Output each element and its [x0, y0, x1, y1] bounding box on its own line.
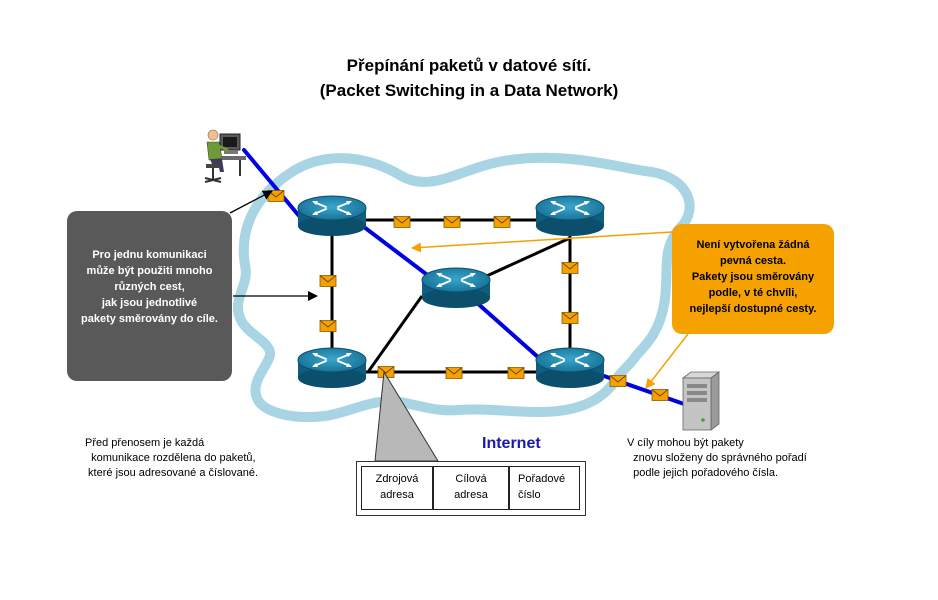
packet-zoom-callout	[374, 370, 439, 462]
note-line: podle jejich pořadového čísla.	[627, 467, 779, 479]
callout-arrow	[411, 231, 673, 253]
field-label: Zdrojová	[375, 473, 419, 485]
note-line: Před přenosem je každá	[85, 437, 205, 449]
envelope-icon	[561, 312, 579, 324]
note-line: znovu složeny do správného pořadí	[627, 452, 807, 464]
field-label: Pořadové	[518, 473, 566, 485]
envelope-icon	[443, 216, 461, 228]
router-icon	[297, 195, 367, 237]
note-line: pakety směrovány do cíle.	[81, 313, 218, 325]
diagram-title: Přepínání paketů v datové sítí.	[346, 56, 592, 75]
link-r3-r4	[366, 295, 424, 373]
note-line: může být použiti mnoho	[86, 265, 213, 277]
packet-header-fields: Zdrojová adresa Cílová adresa Pořadové č…	[356, 461, 586, 516]
envelope-icon	[493, 216, 511, 228]
envelope-icon	[319, 320, 337, 332]
diagram-subtitle: (Packet Switching in a Data Network)	[319, 81, 619, 100]
multiple-paths-note: Pro jednu komunikaci může být použiti mn…	[67, 211, 232, 381]
no-fixed-path-note: Není vytvořena žádná pevná cesta. Pakety…	[672, 224, 834, 334]
note-line: pevná cesta.	[719, 255, 787, 267]
reassembly-note: V cíly mohou být pakety znovu složeny do…	[627, 436, 867, 481]
server-icon	[681, 371, 721, 431]
envelope-icon	[445, 367, 463, 379]
envelope-icon	[507, 367, 525, 379]
router-icon	[535, 347, 605, 389]
note-line: nejlepší dostupné cesty.	[689, 303, 817, 315]
destination-address-field: Cílová adresa	[433, 466, 509, 510]
packetization-note: Před přenosem je každá komunikace rozděl…	[85, 436, 315, 481]
internet-cloud-outline	[232, 152, 695, 422]
field-label: Cílová	[455, 473, 487, 485]
field-label: adresa	[380, 489, 414, 501]
router-icon	[535, 195, 605, 237]
user-workstation-icon	[204, 129, 246, 183]
note-line: Není vytvořena žádná	[696, 239, 810, 251]
field-label: číslo	[518, 489, 541, 501]
field-label: adresa	[454, 489, 488, 501]
note-line: podle, v té chvíli,	[708, 287, 798, 299]
sequence-number-field: Pořadové číslo	[509, 466, 580, 510]
envelope-icon	[651, 389, 669, 401]
envelope-icon	[609, 375, 627, 387]
internet-label: Internet	[482, 435, 541, 452]
note-line: Pakety jsou směrovány	[691, 271, 815, 283]
note-line: různých cest,	[114, 281, 185, 293]
envelope-icon	[393, 216, 411, 228]
note-line: jak jsou jednotlivé	[101, 297, 198, 309]
envelope-icon	[319, 275, 337, 287]
note-line: komunikace rozdělena do paketů,	[85, 452, 256, 464]
callout-arrow	[645, 333, 689, 389]
router-icon	[297, 347, 367, 389]
router-icon	[421, 267, 491, 309]
note-line: V cíly mohou být pakety	[627, 437, 744, 449]
source-address-field: Zdrojová adresa	[361, 466, 433, 510]
note-line: Pro jednu komunikaci	[92, 249, 207, 261]
note-line: které jsou adresované a číslované.	[85, 467, 259, 479]
envelope-icon	[561, 262, 579, 274]
callout-arrow	[229, 190, 273, 214]
